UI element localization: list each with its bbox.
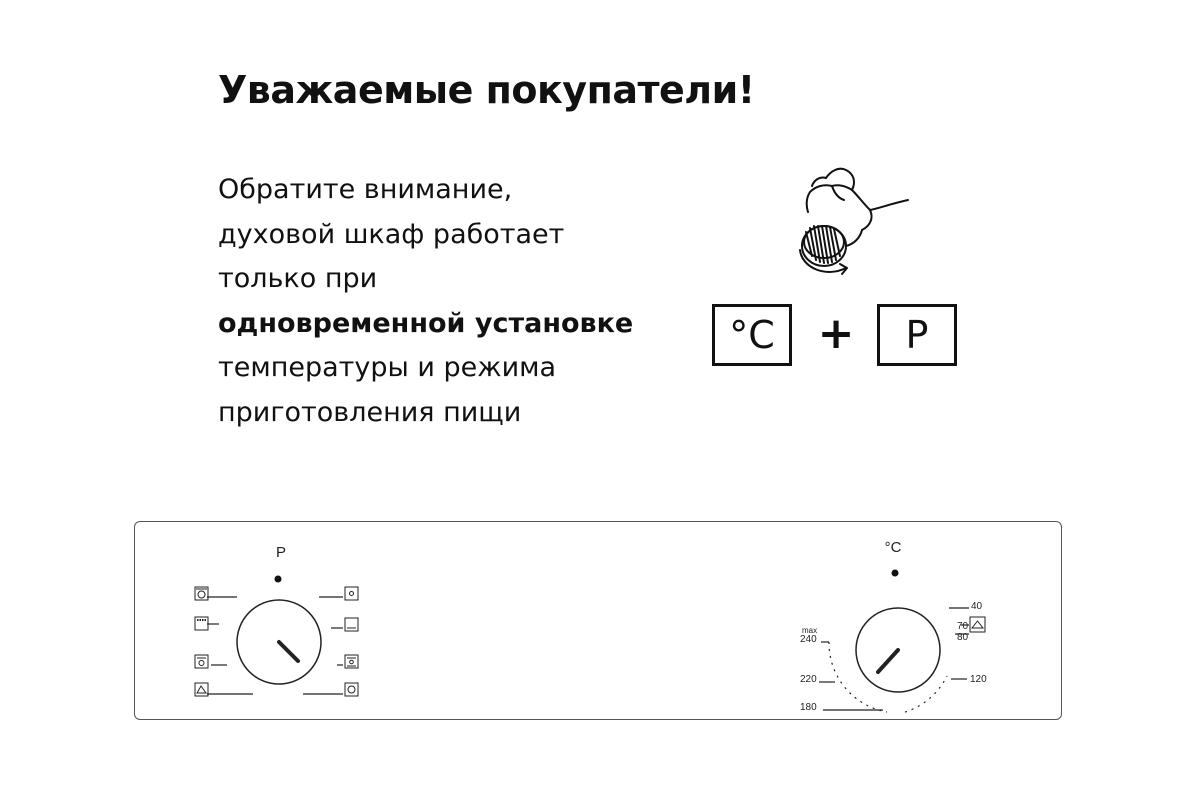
mode-knob-pointer [277, 640, 300, 663]
temperature-tick-label: 240 [800, 634, 817, 645]
notice-line: только при [218, 263, 378, 294]
mode-symbol-box: P [877, 304, 957, 366]
temperature-knob-label: °C [885, 539, 902, 556]
top-bottom-heat-mode-icon [194, 616, 209, 631]
hot-air-mode-icon [344, 682, 359, 697]
temperature-max-label: max [802, 626, 817, 635]
page-title: Уважаемые покупатели! [218, 68, 755, 112]
temperature-knob[interactable] [855, 607, 941, 693]
temperature-tick-label: 40 [971, 601, 983, 612]
hand-turning-knob-icon [790, 160, 920, 289]
eco-mode-icon [969, 616, 986, 633]
temperature-tick-label: 120 [970, 674, 987, 685]
temperature-symbol-box: °C [712, 304, 792, 366]
plus-sign: + [817, 308, 855, 359]
temperature-tick-label: 180 [800, 702, 817, 713]
mode-symbol: P [905, 313, 929, 357]
notice-line: Обратите внимание, [218, 174, 513, 205]
mode-knob-label: P [276, 544, 286, 561]
defrost-mode-icon [194, 682, 209, 697]
control-panel: P °C [134, 521, 1062, 720]
mode-knob[interactable] [236, 599, 322, 685]
temperature-knob-marker [891, 569, 899, 577]
temperature-knob-pointer [876, 648, 900, 674]
fan-mode-icon [344, 586, 359, 601]
notice-line: духовой шкаф работает [218, 218, 565, 250]
fan-top-heat-mode-icon [344, 654, 359, 669]
temperature-tick-label: 220 [800, 674, 817, 685]
temperature-symbol: °C [729, 313, 775, 357]
mode-knob-marker [274, 575, 282, 583]
fan-bottom-heat-mode-icon [194, 654, 209, 669]
notice-text: Обратите внимание, духовой шкаф работает… [218, 168, 698, 435]
notice-line: температуры и режима [218, 352, 557, 383]
temperature-tick-label: 70 [957, 621, 969, 632]
notice-line-emphasis: одновременной установке [218, 307, 634, 339]
fan-grill-mode-icon [194, 586, 209, 601]
temperature-tick-label: 80 [957, 632, 969, 643]
bottom-heat-mode-icon [344, 617, 359, 632]
control-panel-drawing: P °C [194, 539, 987, 713]
notice-line: приготовления пищи [218, 396, 522, 428]
